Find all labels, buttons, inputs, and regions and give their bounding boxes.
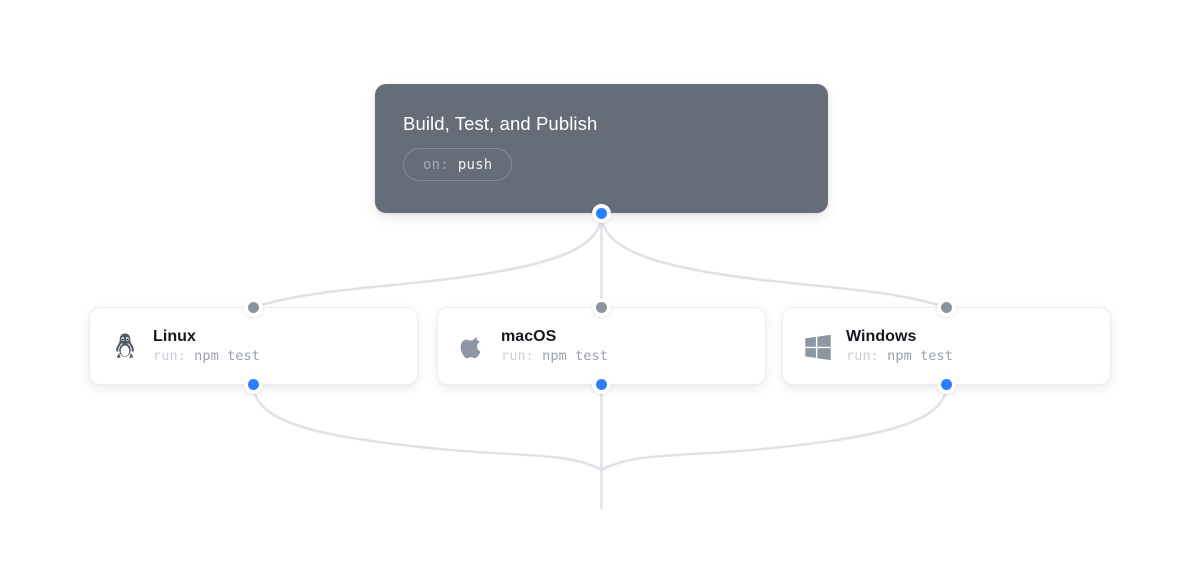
port-windows-input[interactable] xyxy=(937,298,956,317)
job-text-linux: Linux run: npm test xyxy=(153,328,260,363)
job-run-key-macos: run: xyxy=(501,347,534,364)
job-run-value-macos: npm test xyxy=(542,347,608,364)
job-title-windows: Windows xyxy=(846,328,917,346)
port-windows-output[interactable] xyxy=(937,375,956,394)
trigger-event-key: on: xyxy=(423,156,449,173)
job-run-value-windows: npm test xyxy=(887,347,953,364)
trigger-node[interactable]: Build, Test, and Publish on: push xyxy=(375,84,828,213)
edge-trigger-to-windows xyxy=(600,212,948,309)
job-run-key-linux: run: xyxy=(153,347,186,364)
job-title-macos: macOS xyxy=(501,328,557,346)
job-node-macos[interactable]: macOS run: npm test xyxy=(437,307,766,385)
job-run-value-linux: npm test xyxy=(194,347,260,364)
trigger-event-value: push xyxy=(457,156,493,173)
job-run-linux: run: npm test xyxy=(153,347,260,364)
job-text-windows: Windows run: npm test xyxy=(846,328,953,363)
apple-icon xyxy=(456,329,490,363)
port-macos-output[interactable] xyxy=(592,375,611,394)
job-node-windows[interactable]: Windows run: npm test xyxy=(782,307,1111,385)
workflow-title: Build, Test, and Publish xyxy=(403,113,598,134)
edge-linux-to-merge xyxy=(252,383,603,472)
job-run-macos: run: npm test xyxy=(501,347,608,364)
port-linux-output[interactable] xyxy=(244,375,263,394)
job-node-linux[interactable]: Linux run: npm test xyxy=(89,307,418,385)
linux-penguin-icon xyxy=(108,329,142,363)
job-run-windows: run: npm test xyxy=(846,347,953,364)
windows-logo-icon xyxy=(801,329,835,363)
edge-trigger-to-linux xyxy=(252,212,603,309)
port-trigger-output[interactable] xyxy=(592,204,611,223)
job-run-key-windows: run: xyxy=(846,347,879,364)
job-text-macos: macOS run: npm test xyxy=(501,328,608,363)
port-macos-input[interactable] xyxy=(592,298,611,317)
job-title-linux: Linux xyxy=(153,328,196,346)
port-linux-input[interactable] xyxy=(244,298,263,317)
edge-windows-to-merge xyxy=(600,383,948,472)
trigger-event-pill[interactable]: on: push xyxy=(403,148,513,181)
